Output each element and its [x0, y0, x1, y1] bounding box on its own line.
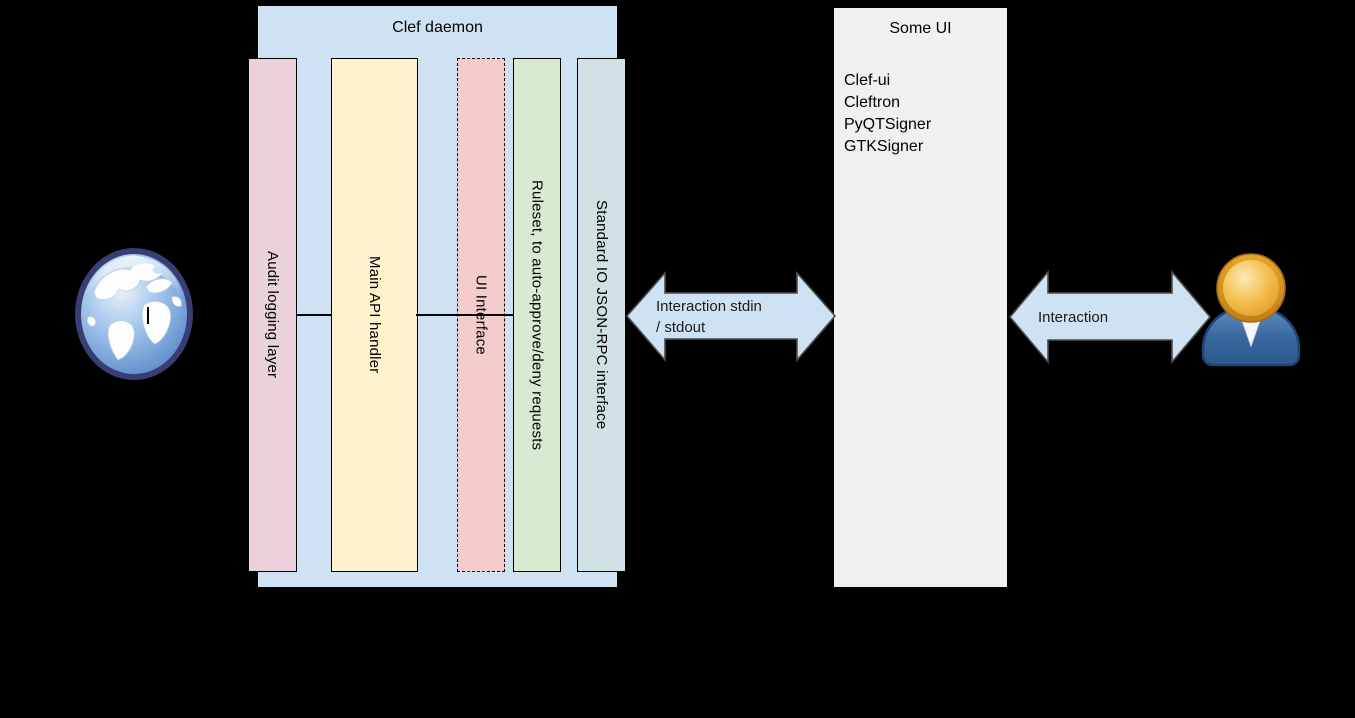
layer-stdio-jsonrpc-label: Standard IO JSON-RPC interface [593, 200, 610, 430]
layer-main-api-handler: Main API handler [331, 58, 418, 572]
clef-daemon-box: Clef daemon [257, 5, 618, 588]
user-head-core [1223, 260, 1279, 316]
double-arrow-icon [625, 271, 837, 363]
connector-main-to-ruleset [416, 314, 514, 316]
arrow-ui-to-user: Interaction [1008, 270, 1212, 364]
list-item: Cleftron [844, 94, 901, 111]
arrow-ui-to-user-label: Interaction [1038, 309, 1108, 326]
layer-audit-logging: Audit logging layer [248, 58, 297, 572]
arrow-clef-to-ui: Interaction stdin / stdout [625, 271, 837, 363]
arrow-clef-to-ui-label-line2: / stdout [656, 319, 706, 336]
layer-ruleset: Ruleset, to auto-approve/deny requests [513, 58, 561, 572]
globe-icon [75, 248, 193, 380]
user-icon [1201, 253, 1301, 367]
arrow-clef-to-ui-label-line1: Interaction stdin [656, 298, 762, 315]
layer-main-api-handler-label: Main API handler [366, 256, 383, 374]
list-item: Clef-ui [844, 72, 891, 89]
connector-stub [147, 307, 149, 324]
some-ui-title: Some UI [889, 20, 952, 37]
list-item: GTKSigner [844, 138, 924, 155]
layer-audit-logging-label: Audit logging layer [264, 251, 281, 379]
layer-stdio-jsonrpc: Standard IO JSON-RPC interface [577, 58, 626, 572]
layer-ruleset-label: Ruleset, to auto-approve/deny requests [528, 179, 546, 451]
list-item: PyQTSigner [844, 116, 932, 133]
some-ui-list: Clef-ui Cleftron PyQTSigner GTKSigner [844, 70, 931, 158]
clef-daemon-title: Clef daemon [392, 19, 483, 36]
connector-audit-to-main [297, 314, 331, 316]
some-ui-box: Some UI Clef-ui Cleftron PyQTSigner GTKS… [833, 7, 1008, 588]
double-arrow-icon [1008, 270, 1212, 364]
